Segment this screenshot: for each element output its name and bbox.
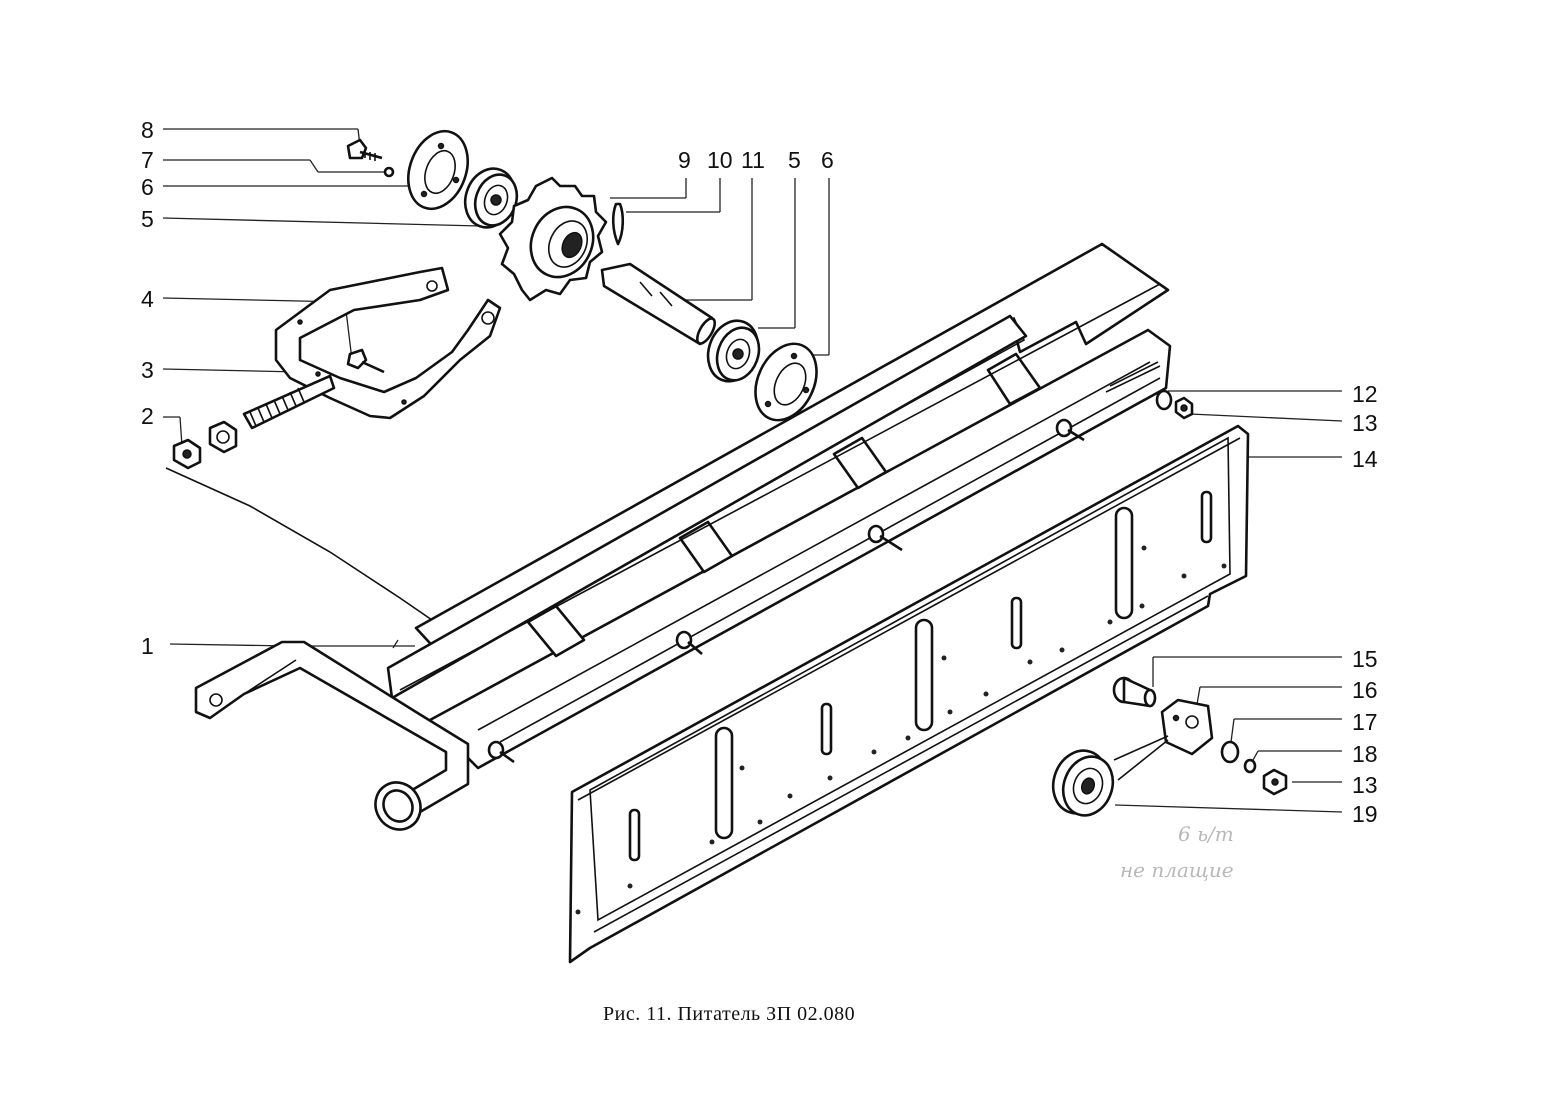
callout-6b: 6 — [821, 147, 834, 173]
bracket-16 — [1113, 698, 1214, 781]
side-plate-14 — [568, 424, 1250, 964]
frame-1 — [194, 242, 1172, 831]
bearing-5-upper — [463, 167, 519, 229]
washer-12 — [1155, 389, 1173, 411]
slot — [628, 808, 641, 862]
threaded-rod-3 — [242, 374, 336, 430]
washer-18 — [1243, 758, 1257, 774]
shaft-11 — [600, 262, 717, 346]
nut-13-upper — [1174, 396, 1194, 420]
cotter-pin-10 — [611, 202, 625, 246]
callout-labels: 8 7 6 5 4 3 2 9 10 11 5 6 12 13 14 1 15 … — [141, 117, 1378, 827]
callout-13b: 13 — [1352, 772, 1378, 798]
callout-16: 16 — [1352, 677, 1378, 703]
bolt-4 — [346, 348, 385, 374]
callout-9: 9 — [678, 147, 691, 173]
callout-14: 14 — [1352, 446, 1378, 472]
nut-13-lower — [1262, 768, 1288, 796]
callout-8: 8 — [141, 117, 154, 143]
callout-5b: 5 — [788, 147, 801, 173]
pin-15 — [1112, 676, 1157, 708]
section-line — [165, 467, 433, 621]
callout-15: 15 — [1352, 646, 1378, 672]
flange-6-lower — [754, 342, 818, 422]
nut-2 — [172, 420, 238, 470]
frame-studs — [487, 418, 1085, 764]
callout-12: 12 — [1352, 381, 1378, 407]
sprocket — [498, 176, 608, 302]
slot — [714, 726, 734, 840]
callout-13: 13 — [1352, 410, 1378, 436]
slot — [820, 702, 833, 756]
callout-7: 7 — [141, 147, 154, 173]
callout-5: 5 — [141, 206, 154, 232]
figure-caption: Рис. 11. Питатель ЗП 02.080 — [603, 1003, 856, 1025]
slot — [1010, 596, 1023, 650]
pulley-19 — [1051, 749, 1115, 817]
flange-6-upper — [407, 129, 469, 211]
callout-6: 6 — [141, 174, 154, 200]
washer-7 — [383, 166, 395, 178]
callout-4: 4 — [141, 286, 154, 312]
slot — [1114, 506, 1134, 620]
callout-10: 10 — [707, 147, 733, 173]
washer-17 — [1220, 740, 1240, 764]
slot — [1200, 490, 1213, 544]
callout-19: 19 — [1352, 801, 1378, 827]
slot — [914, 618, 934, 732]
callout-1: 1 — [141, 633, 154, 659]
bolt-8 — [346, 138, 383, 161]
callout-18: 18 — [1352, 741, 1378, 767]
leader-lines — [162, 128, 1343, 813]
handwritten-note-line-1: 6 ь/т — [1178, 822, 1234, 846]
callout-2: 2 — [141, 403, 154, 429]
callout-11: 11 — [741, 147, 765, 173]
callout-3: 3 — [141, 357, 154, 383]
bearing-5-lower — [706, 319, 761, 383]
callout-17: 17 — [1352, 709, 1378, 735]
handwritten-note-line-2: не плащие — [1120, 858, 1234, 882]
